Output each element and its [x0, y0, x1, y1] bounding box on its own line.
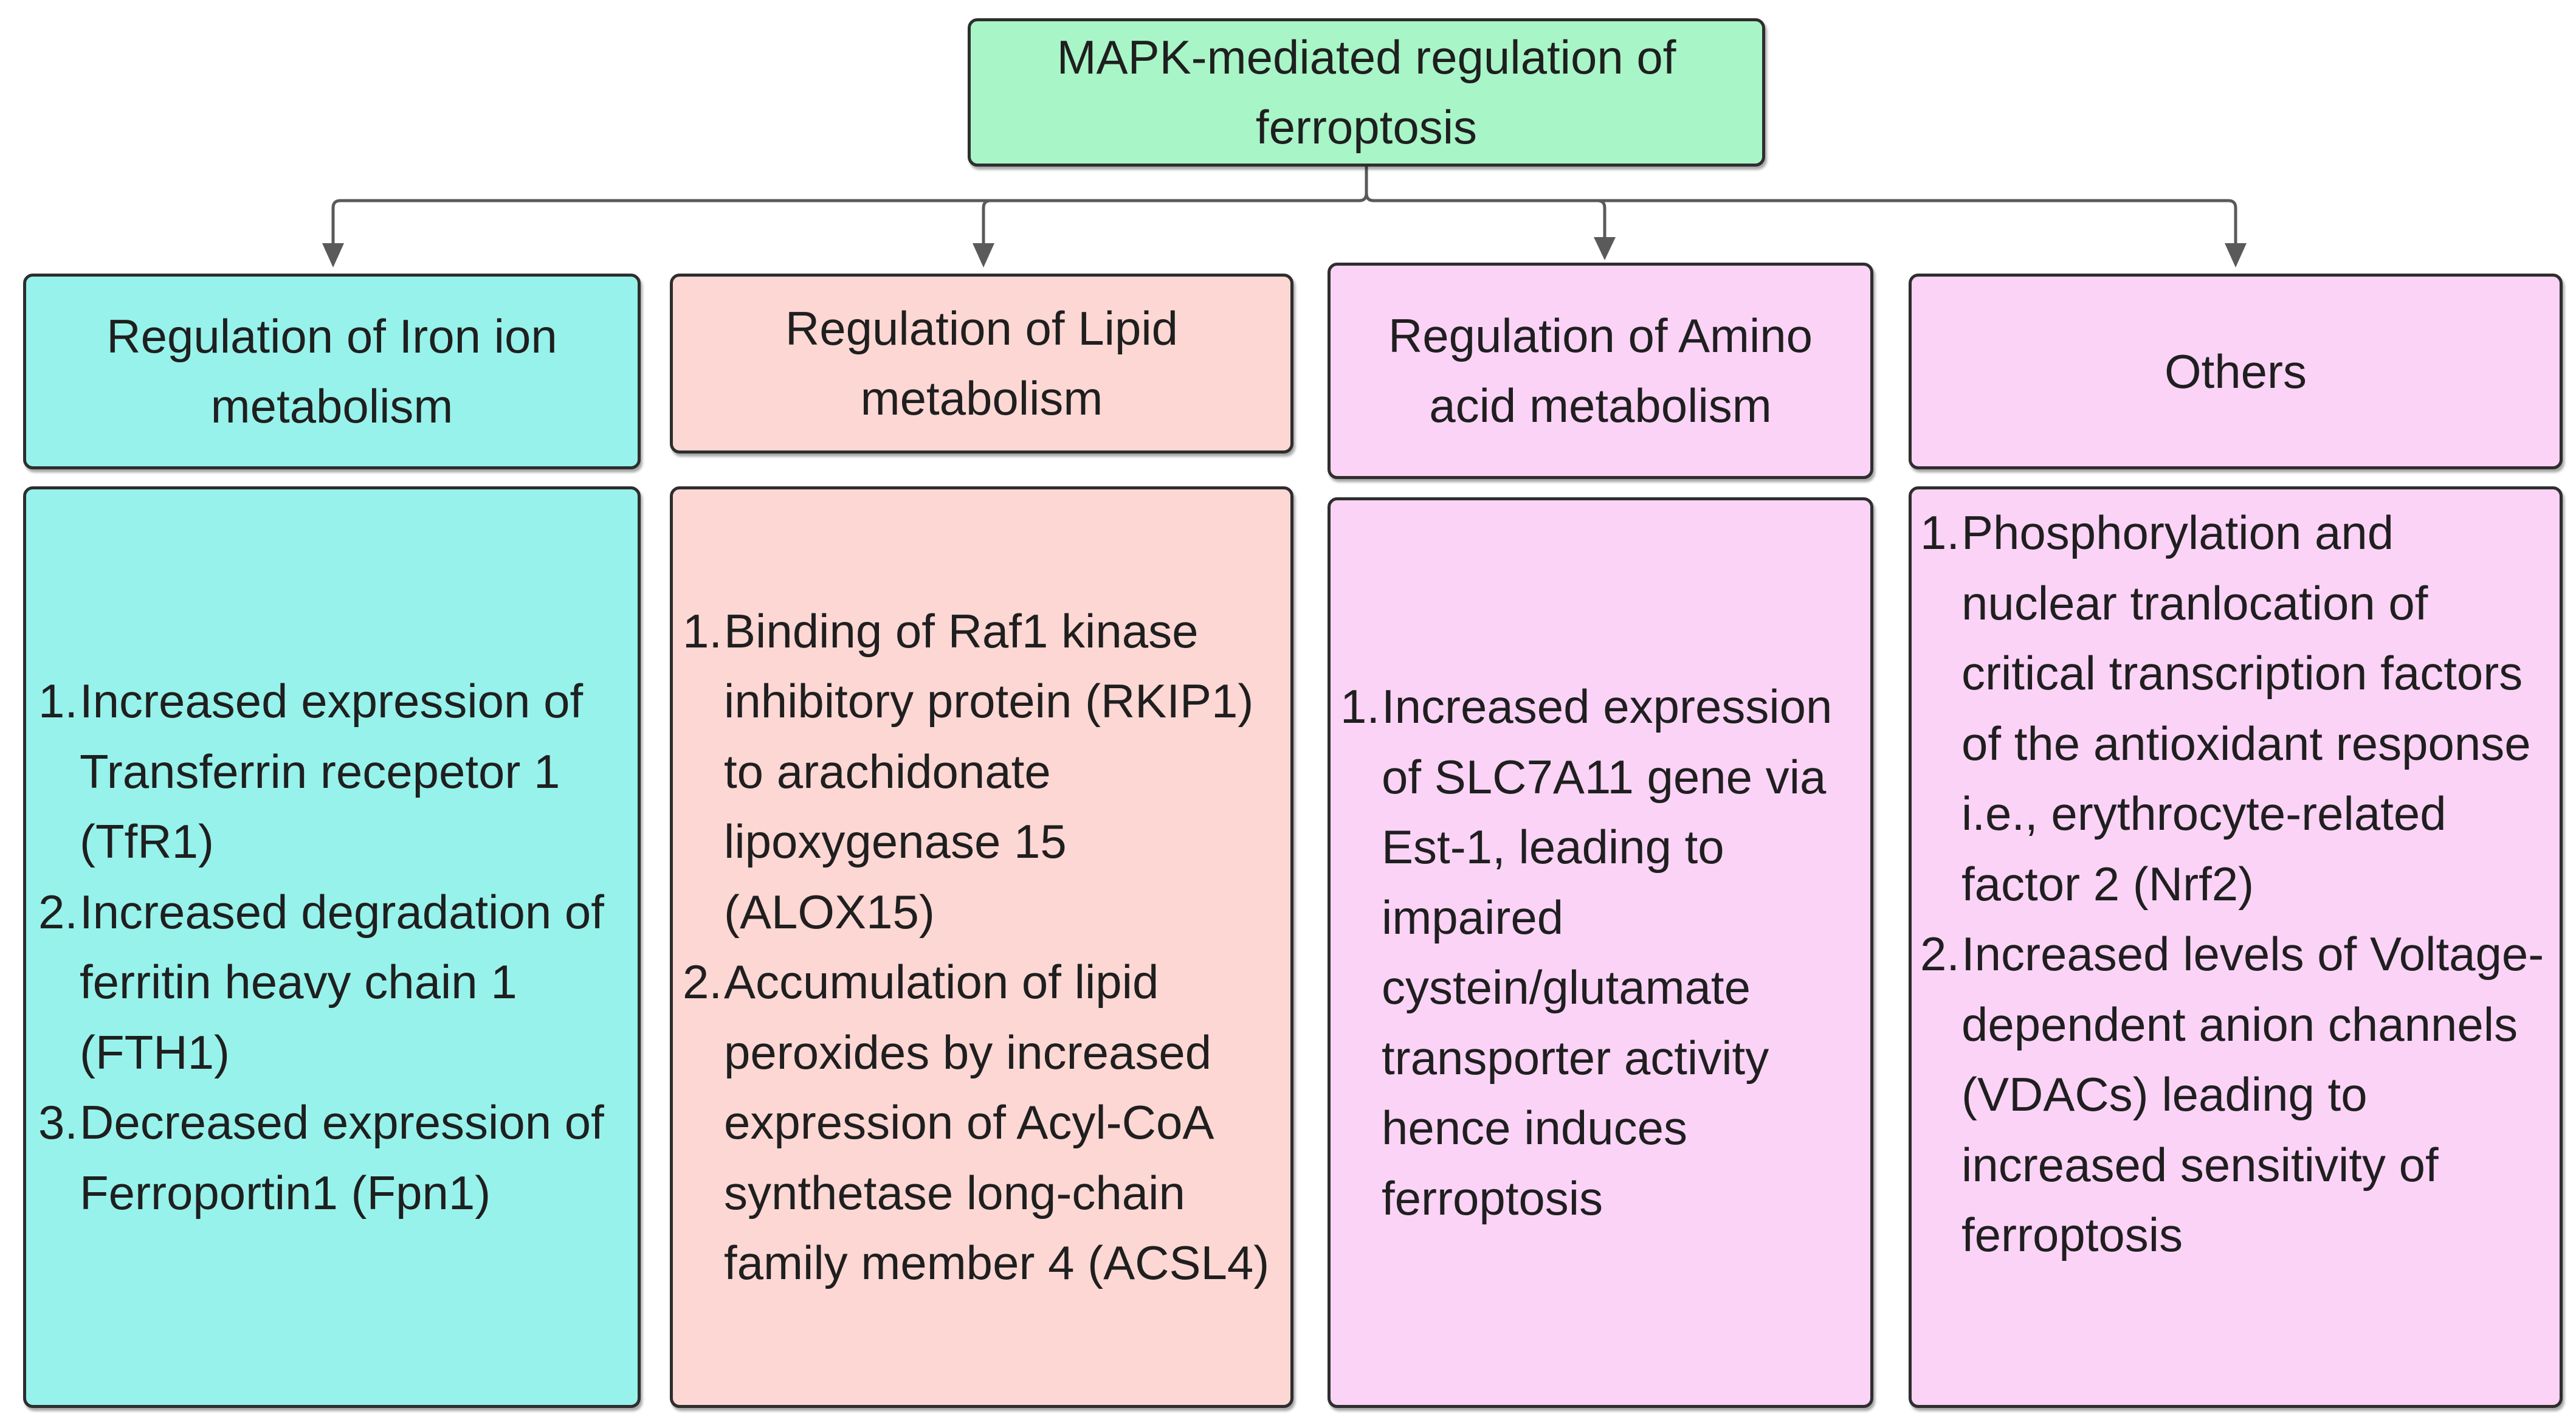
list-item: 2.Increased degradation of ferritin heav…	[38, 885, 604, 1079]
category-amino-title: Regulation of Amino acid metabolism	[1388, 309, 1813, 432]
iron-list: 1.Increased expression of Transferrin re…	[38, 666, 632, 1228]
amino-list: 1.Increased expression of SLC7A11 gene v…	[1340, 672, 1858, 1234]
root-title: MAPK-mediated regulation of ferroptosis	[1056, 30, 1676, 154]
category-lipid-header: Regulation of Lipid metabolism	[670, 274, 1293, 454]
lipid-list: 1.Binding of Raf1 kinase inhibitory prot…	[683, 596, 1284, 1299]
category-iron-title: Regulation of Iron ion metabolism	[106, 309, 557, 433]
list-item: 1.Phosphorylation and nuclear tranlocati…	[1920, 506, 2531, 911]
category-others-header: Others	[1909, 274, 2563, 469]
category-amino-details: 1.Increased expression of SLC7A11 gene v…	[1328, 497, 1873, 1408]
list-item: 3.Decreased expression of Ferroportin1 (…	[38, 1095, 604, 1220]
root-node: MAPK-mediated regulation of ferroptosis	[968, 18, 1765, 167]
category-amino-header: Regulation of Amino acid metabolism	[1328, 263, 1873, 479]
list-item: 2.Increased levels of Voltage-dependent …	[1920, 927, 2544, 1261]
category-others-details: 1.Phosphorylation and nuclear tranlocati…	[1909, 486, 2563, 1408]
category-iron-details: 1.Increased expression of Transferrin re…	[23, 486, 641, 1408]
arrowhead-lipid	[973, 243, 994, 267]
list-item: 2.Accumulation of lipid peroxides by inc…	[683, 955, 1270, 1289]
category-iron-header: Regulation of Iron ion metabolism	[23, 274, 641, 469]
list-item: 1.Increased expression of SLC7A11 gene v…	[1340, 680, 1833, 1225]
list-item: 1.Increased expression of Transferrin re…	[38, 674, 584, 868]
arrowhead-iron	[322, 243, 344, 267]
category-lipid-title: Regulation of Lipid metabolism	[785, 302, 1179, 425]
list-item: 1.Binding of Raf1 kinase inhibitory prot…	[683, 604, 1254, 939]
category-others-title: Others	[2164, 344, 2307, 398]
others-list: 1.Phosphorylation and nuclear tranlocati…	[1920, 498, 2555, 1271]
arrowhead-others	[2225, 243, 2247, 267]
category-lipid-details: 1.Binding of Raf1 kinase inhibitory prot…	[670, 486, 1293, 1408]
connector-to-others	[1365, 193, 2237, 243]
arrowhead-amino	[1594, 237, 1616, 260]
connector-to-lipid	[982, 193, 1368, 243]
